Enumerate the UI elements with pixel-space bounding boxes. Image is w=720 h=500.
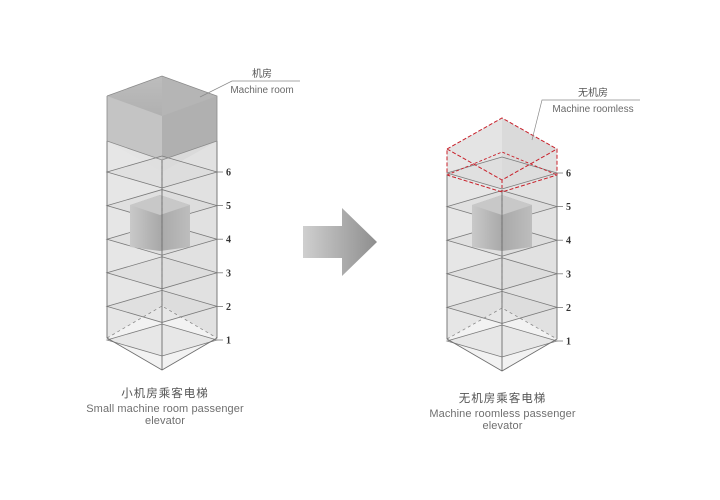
left-elevator-cab-top — [130, 195, 190, 215]
left-floor-number-6: 6 — [226, 168, 231, 179]
left-machine-room-front-left — [162, 96, 217, 160]
left-floor-number-1: 1 — [226, 336, 231, 347]
right-callout-line — [531, 99, 640, 141]
left-floor-number-5: 5 — [226, 201, 231, 212]
left-floor-number-3: 3 — [226, 268, 231, 279]
right-caption-en: Machine roomless passenger elevator — [429, 408, 576, 432]
left-label-cn: 机房 — [252, 67, 272, 80]
left-label-en: Machine room — [230, 85, 293, 96]
right-floor-number-5: 5 — [566, 202, 571, 213]
left-machine-room-outline — [106, 75, 218, 161]
right-label-en: Machine roomless — [552, 104, 633, 115]
left-machine-room-front-right — [107, 96, 162, 160]
left-floor-number-2: 2 — [226, 302, 231, 313]
right-floor-number-3: 3 — [566, 269, 571, 280]
right-label-cn: 无机房 — [578, 86, 608, 99]
transition-arrow — [303, 208, 377, 276]
right-caption-cn: 无机房乘客电梯 — [458, 393, 547, 405]
left-callout-line — [199, 80, 300, 98]
right-floor-number-4: 4 — [566, 236, 571, 247]
right-floor-number-6: 6 — [566, 169, 571, 180]
left-floor-number-4: 4 — [226, 235, 231, 246]
right-floor-number-2: 2 — [566, 303, 571, 314]
left-floor-numbers: 6 5 4 3 2 1 — [217, 168, 231, 347]
right-elevator: 无机房 Machine roomless 6 5 4 3 2 1 — [445, 86, 640, 372]
left-caption: 小机房乘客电梯 Small machine room passenger ele… — [60, 388, 270, 427]
right-floor-number-1: 1 — [566, 337, 571, 348]
right-floor-numbers: 6 5 4 3 2 1 — [557, 169, 571, 348]
left-caption-en: Small machine room passenger elevator — [86, 403, 244, 427]
left-caption-cn: 小机房乘客电梯 — [121, 388, 209, 400]
right-caption: 无机房乘客电梯 Machine roomless passenger eleva… — [400, 393, 605, 432]
left-elevator: 机房 Machine room 6 5 4 3 2 1 — [105, 67, 300, 371]
